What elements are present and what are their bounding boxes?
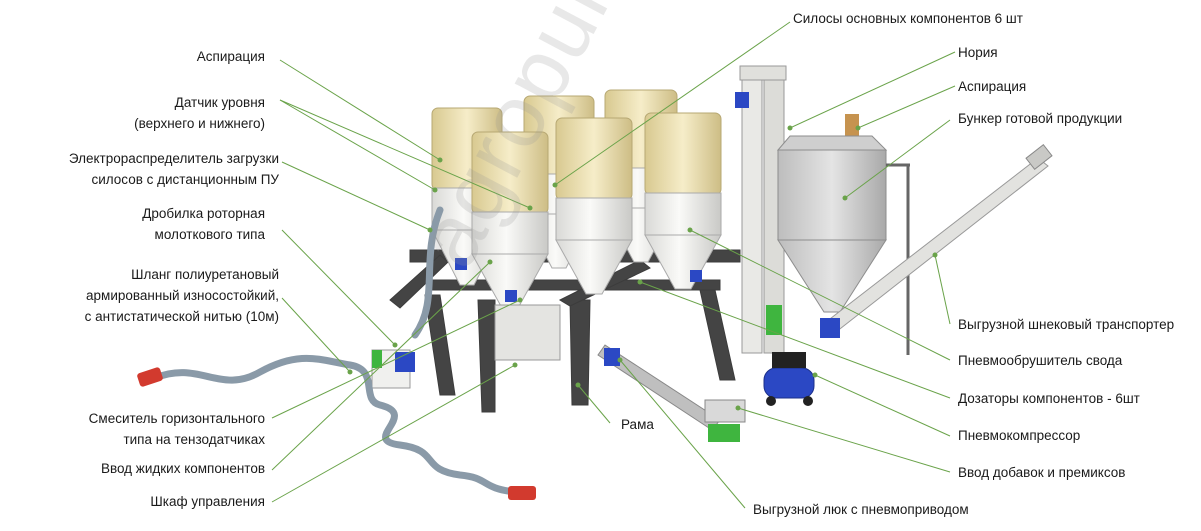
additives-input [597,344,746,442]
screw-conveyor [820,144,1053,338]
label-level-sensor: Датчик уровня (верхнего и нижнего) [134,95,265,131]
motors [455,258,702,366]
compressor [763,352,815,406]
label-crusher: Дробилка роторная молоткового типа [142,206,265,242]
label-product-bunker: Бункер готовой продукции [958,111,1123,126]
label-elevator: Нория [958,45,998,60]
bucket-elevator [735,65,787,354]
label-main-silos: Силосы основных компонентов 6 шт [793,11,1023,26]
label-compressor: Пневмокомпрессор [958,428,1081,443]
silos [431,89,722,309]
hose-end [137,367,163,387]
silo [471,131,549,309]
label-control-cabinet: Шкаф управления [150,494,265,509]
label-unload-hatch: Выгрузной люк с пневмоприводом [753,502,969,517]
label-liquid-input: Ввод жидких компонентов [100,461,265,476]
mixer [494,304,561,361]
label-hose: Шланг полиуретановый армированный износо… [84,267,279,324]
label-arch-breaker: Пневмообрушитель свода [958,353,1123,368]
label-screw-conveyor: Выгрузной шнековый транспортер [958,317,1175,332]
label-aspiration-left: Аспирация [196,49,265,64]
leader-dots [347,125,938,411]
leader-lines [271,21,956,509]
product-bunker [776,114,910,355]
label-frame: Рама [621,417,654,432]
hose-end [508,486,536,500]
silo [644,112,722,290]
label-dosers: Дозаторы компонентов - 6шт [958,391,1140,406]
label-silo-distributor: Электрораспределитель загрузки силосов с… [68,151,279,187]
label-mixer: Смеситель горизонтального типа на тензод… [88,411,265,447]
label-aspiration-right: Аспирация [958,79,1027,94]
hose [151,206,519,496]
silo [555,117,633,295]
label-additives-input: Ввод добавок и премиксов [958,465,1126,480]
